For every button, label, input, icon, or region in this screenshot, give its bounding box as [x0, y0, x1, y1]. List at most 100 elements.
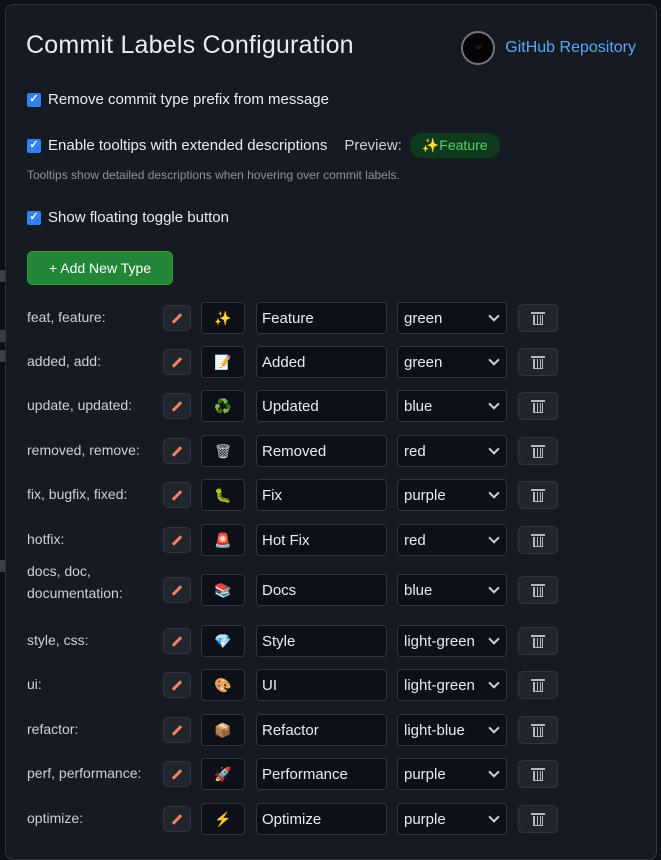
pencil-icon [171, 312, 183, 324]
chevron-down-icon [488, 354, 500, 366]
color-select[interactable]: red [397, 524, 507, 556]
color-select[interactable]: light-green [397, 669, 507, 701]
color-select[interactable]: purple [397, 758, 507, 790]
emoji-field[interactable]: 🎨 [201, 669, 245, 701]
delete-button[interactable] [518, 671, 558, 699]
chevron-down-icon [488, 398, 500, 410]
edit-button[interactable] [163, 482, 191, 508]
github-repository-link[interactable]: GitHub Repository [461, 31, 636, 65]
pencil-icon [171, 584, 183, 596]
tooltips-option[interactable]: Enable tooltips with extended descriptio… [27, 133, 500, 158]
trash-icon [531, 583, 545, 597]
chevron-down-icon [488, 487, 500, 499]
chevron-down-icon [488, 443, 500, 455]
trash-icon [531, 723, 545, 737]
color-select-value: blue [404, 581, 433, 599]
label-name-input[interactable] [256, 574, 387, 606]
type-prefixes: optimize: [27, 810, 84, 826]
add-new-type-button[interactable]: + Add New Type [27, 251, 173, 285]
label-name-input[interactable] [256, 390, 387, 422]
label-name-input[interactable] [256, 346, 387, 378]
label-name-input[interactable] [256, 524, 387, 556]
remove-prefix-label: Remove commit type prefix from message [48, 91, 329, 108]
remove-prefix-option[interactable]: Remove commit type prefix from message [27, 91, 329, 108]
label-name-input[interactable] [256, 625, 387, 657]
edit-button[interactable] [163, 577, 191, 603]
delete-button[interactable] [518, 805, 558, 833]
color-select-value: red [404, 531, 426, 549]
emoji-field[interactable]: ✨ [201, 302, 245, 334]
label-name-input[interactable] [256, 435, 387, 467]
delete-button[interactable] [518, 526, 558, 554]
edit-button[interactable] [163, 438, 191, 464]
floating-toggle-checkbox[interactable] [27, 210, 41, 225]
edit-button[interactable] [163, 761, 191, 787]
color-select[interactable]: purple [397, 803, 507, 835]
delete-button[interactable] [518, 760, 558, 788]
chevron-down-icon [488, 633, 500, 645]
label-name-input[interactable] [256, 714, 387, 746]
trash-icon [531, 812, 545, 826]
color-select[interactable]: purple [397, 479, 507, 511]
edit-button[interactable] [163, 393, 191, 419]
edit-button[interactable] [163, 806, 191, 832]
edit-button[interactable] [163, 628, 191, 654]
color-select-value: light-green [404, 632, 475, 650]
pencil-icon [171, 813, 183, 825]
github-avatar-icon [461, 31, 496, 65]
delete-button[interactable] [518, 304, 558, 332]
delete-button[interactable] [518, 716, 558, 744]
color-select[interactable]: green [397, 346, 507, 378]
emoji-field[interactable]: 📦 [201, 714, 245, 746]
tooltips-checkbox[interactable] [27, 138, 41, 153]
color-select[interactable]: blue [397, 390, 507, 422]
tooltips-hint: Tooltips show detailed descriptions when… [27, 168, 400, 182]
preview-label: Preview: [344, 137, 402, 154]
color-select-value: purple [404, 765, 446, 783]
delete-button[interactable] [518, 576, 558, 604]
chevron-down-icon [488, 310, 500, 322]
edit-button[interactable] [163, 527, 191, 553]
chevron-down-icon [488, 582, 500, 594]
color-select[interactable]: green [397, 302, 507, 334]
emoji-field[interactable]: 📚 [201, 574, 245, 606]
emoji-field[interactable]: ⚡ [201, 803, 245, 835]
edit-button[interactable] [163, 305, 191, 331]
type-prefixes: hotfix: [27, 531, 65, 547]
emoji-field[interactable]: 💎 [201, 625, 245, 657]
trash-icon [531, 444, 545, 458]
color-select-value: red [404, 442, 426, 460]
label-name-input[interactable] [256, 803, 387, 835]
label-name-input[interactable] [256, 758, 387, 790]
label-name-input[interactable] [256, 479, 387, 511]
delete-button[interactable] [518, 627, 558, 655]
emoji-field[interactable]: 🐛 [201, 479, 245, 511]
emoji-field[interactable]: ♻️ [201, 390, 245, 422]
edit-button[interactable] [163, 717, 191, 743]
emoji-field[interactable]: 🗑 [201, 435, 245, 467]
type-prefixes: feat, feature: [27, 309, 106, 325]
delete-button[interactable] [518, 392, 558, 420]
edit-button[interactable] [163, 349, 191, 375]
color-select[interactable]: light-blue [397, 714, 507, 746]
color-select[interactable]: red [397, 435, 507, 467]
emoji-field[interactable]: 📝 [201, 346, 245, 378]
label-name-input[interactable] [256, 669, 387, 701]
color-select[interactable]: blue [397, 574, 507, 606]
pencil-icon [171, 724, 183, 736]
color-select-value: blue [404, 397, 433, 415]
trash-icon [531, 399, 545, 413]
delete-button[interactable] [518, 348, 558, 376]
chevron-down-icon [488, 766, 500, 778]
chevron-down-icon [488, 811, 500, 823]
delete-button[interactable] [518, 481, 558, 509]
edit-button[interactable] [163, 672, 191, 698]
delete-button[interactable] [518, 437, 558, 465]
emoji-field[interactable]: 🚀 [201, 758, 245, 790]
emoji-field[interactable]: 🚨 [201, 524, 245, 556]
remove-prefix-checkbox[interactable] [27, 92, 41, 107]
color-select[interactable]: light-green [397, 625, 507, 657]
floating-toggle-option[interactable]: Show floating toggle button [27, 209, 229, 226]
label-name-input[interactable] [256, 302, 387, 334]
trash-icon [531, 767, 545, 781]
